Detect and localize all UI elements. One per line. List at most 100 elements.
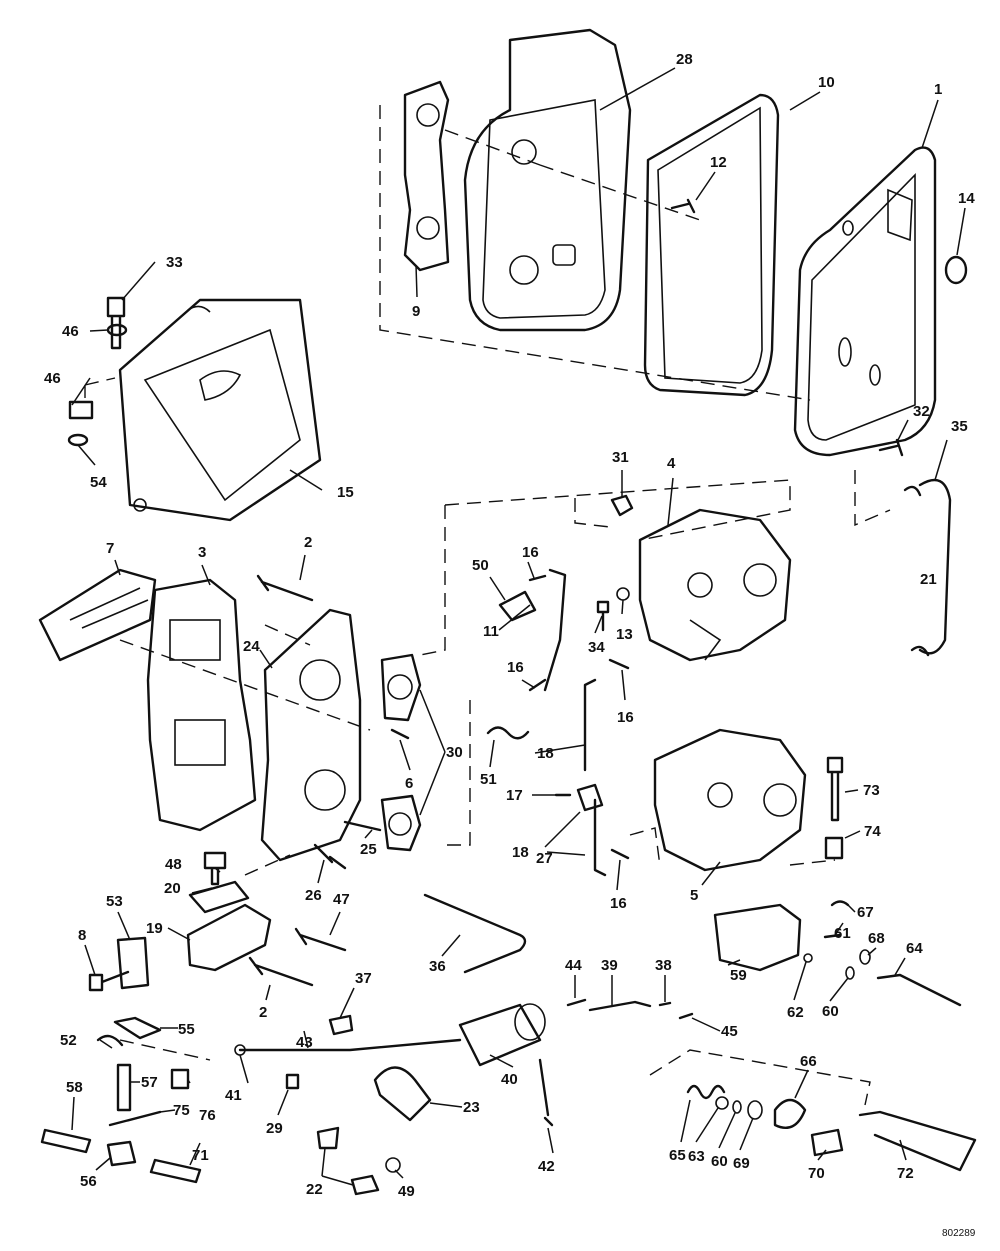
callout-28: 28 (676, 51, 693, 68)
plate-20 (188, 880, 250, 914)
screw-47 (294, 927, 347, 952)
sleeve-71 (149, 1158, 202, 1184)
callout-51: 51 (480, 771, 497, 788)
bolt-26 (313, 843, 347, 870)
bolt-48 (203, 851, 227, 886)
washer-54 (67, 433, 89, 447)
callout-5: 5 (690, 887, 698, 904)
washer-13 (616, 587, 630, 601)
assembly-lines (84, 105, 891, 1106)
callout-31: 31 (612, 449, 629, 466)
callout-39: 39 (601, 957, 618, 974)
hose-36 (423, 893, 527, 974)
reed-gasket (146, 578, 257, 832)
callout-42: 42 (538, 1158, 555, 1175)
document-number: 802289 (942, 1228, 976, 1239)
screw-76 (170, 1068, 190, 1090)
bracket-50 (498, 590, 537, 622)
callout-17: 17 (506, 787, 523, 804)
oring-69 (747, 1100, 763, 1120)
lever-27 (576, 783, 604, 812)
callout-56: 56 (80, 1173, 97, 1190)
oring-68 (859, 949, 871, 965)
callout-61: 61 (834, 925, 851, 942)
callout-6: 6 (405, 775, 413, 792)
nut-45 (678, 1012, 694, 1020)
callout-72: 72 (897, 1165, 914, 1182)
callout-65: 65 (669, 1147, 686, 1164)
link-rod-11 (543, 568, 567, 692)
clamp-23 (373, 1066, 432, 1122)
screw-34 (596, 600, 610, 632)
carburetor-upper (638, 508, 792, 662)
callout-37: 37 (355, 970, 372, 987)
clip-21-upper (903, 485, 922, 497)
callout-63: 63 (688, 1148, 705, 1165)
callout-38: 38 (655, 957, 672, 974)
callout-22: 22 (306, 1181, 323, 1198)
callout-26: 26 (305, 887, 322, 904)
callout-45: 45 (721, 1023, 738, 1040)
callout-52: 52 (60, 1032, 77, 1049)
callout-50: 50 (472, 557, 489, 574)
callout-16-a: 16 (522, 544, 539, 561)
bolt-73 (826, 756, 844, 822)
washer-63 (715, 1096, 729, 1110)
callout-1: 1 (934, 81, 942, 98)
callout-60-lower: 60 (711, 1153, 728, 1170)
callout-55: 55 (178, 1021, 195, 1038)
diaphragm-66 (773, 1098, 807, 1130)
callout-30: 30 (446, 744, 463, 761)
clip-21-lower (910, 645, 930, 657)
callout-14: 14 (958, 190, 975, 207)
silencer-cover (793, 146, 937, 457)
spacer-74 (824, 836, 844, 860)
silencer-base (463, 28, 632, 332)
leader-lines (71, 67, 966, 1186)
manifold-gasket (403, 80, 450, 272)
plug-14 (944, 255, 968, 285)
callout-67: 67 (857, 904, 874, 921)
washer-60-lower (732, 1100, 742, 1114)
spring-65 (686, 1084, 726, 1100)
callout-74: 74 (864, 823, 881, 840)
bolt-33 (106, 296, 126, 350)
callout-64: 64 (906, 940, 923, 957)
callout-49: 49 (398, 1183, 415, 1200)
callout-24: 24 (243, 638, 260, 655)
manifold-gasket-port-upper (416, 103, 440, 127)
rod-39 (588, 1000, 652, 1012)
grommet-46-lower (68, 400, 94, 420)
washer-60-upper (845, 966, 855, 980)
callout-70: 70 (808, 1165, 825, 1182)
callout-11: 11 (483, 623, 499, 640)
callout-53: 53 (106, 893, 123, 910)
callout-46-lower: 46 (44, 370, 61, 387)
callout-7: 7 (106, 540, 114, 557)
screw-2-lower (248, 956, 314, 987)
callout-36: 36 (429, 958, 446, 975)
clip-16-a (528, 574, 547, 582)
stud-25 (343, 820, 382, 832)
carburetor-lower (653, 728, 807, 872)
callout-4: 4 (667, 455, 676, 472)
washer-62 (803, 953, 813, 963)
callout-54: 54 (90, 474, 107, 491)
callout-27: 27 (536, 850, 553, 867)
plunger-70 (810, 1128, 844, 1157)
callout-16-c: 16 (617, 709, 634, 726)
hose-35 (918, 478, 952, 655)
callout-8: 8 (78, 927, 86, 944)
callout-25: 25 (360, 841, 377, 858)
screw-32 (878, 438, 904, 457)
callout-44: 44 (565, 957, 582, 974)
callout-20: 20 (164, 880, 181, 897)
screw-22-upper (316, 1126, 340, 1150)
cover-gasket (643, 93, 780, 397)
screw-29 (285, 1073, 300, 1090)
clip-16-b (528, 678, 547, 692)
pin-61 (823, 933, 842, 939)
callout-2-upper: 2 (304, 534, 312, 551)
coil-40 (458, 1003, 546, 1067)
nut-31 (610, 494, 634, 517)
